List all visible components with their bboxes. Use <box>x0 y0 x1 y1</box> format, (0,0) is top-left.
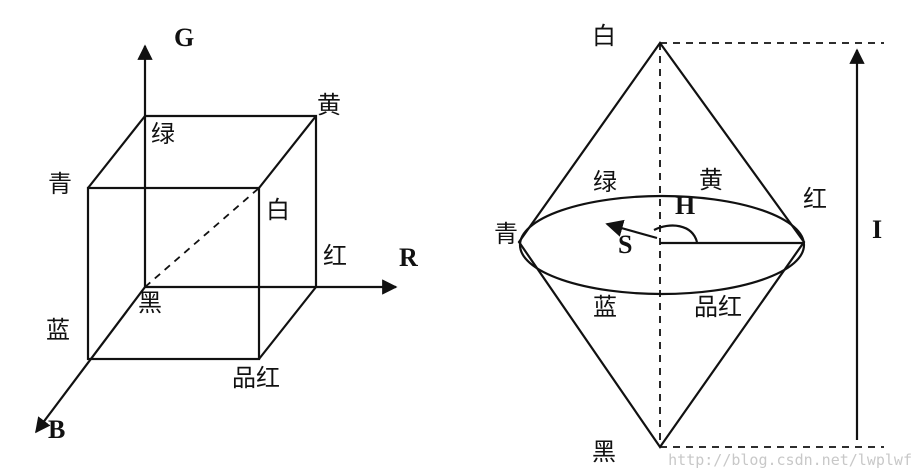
hue-magenta-label: 品红 <box>694 293 742 321</box>
hsi-double-cone: 白 黑 绿 黄 红 青 蓝 品红 H S I <box>494 22 884 466</box>
cube-edge-red-magenta <box>258 286 317 360</box>
hue-h-label: H <box>675 191 695 220</box>
hue-circle <box>518 194 806 296</box>
cube-front-face <box>86 186 261 361</box>
b-axis-label: B <box>48 415 65 444</box>
r-axis-label: R <box>399 243 418 272</box>
cube-edge-yellow-white <box>258 115 317 189</box>
vertex-green-label: 绿 <box>151 120 175 148</box>
hue-arc <box>653 224 699 243</box>
rgb-cube: G R B 绿 黄 青 白 红 黑 蓝 品红 <box>35 23 418 444</box>
cube-gray-diagonal <box>144 187 260 288</box>
apex-white-label: 白 <box>592 22 616 50</box>
hue-blue-label: 蓝 <box>593 293 617 321</box>
cube-edge-green-cyan <box>87 115 146 189</box>
saturation-arrow <box>605 219 658 240</box>
hue-yellow-label: 黄 <box>699 166 723 194</box>
hue-cyan-label: 青 <box>494 220 518 248</box>
double-cone-outline <box>517 41 806 449</box>
intensity-i-label: I <box>872 215 882 244</box>
hue-red-label: 红 <box>803 185 827 213</box>
vertex-blue-label: 蓝 <box>46 316 70 344</box>
watermark: http://blog.csdn.net/lwplwf <box>668 451 912 469</box>
g-axis-label: G <box>174 23 194 52</box>
vertex-red-label: 红 <box>323 242 347 270</box>
vertex-magenta-label: 品红 <box>232 364 280 392</box>
vertex-white-label: 白 <box>266 196 290 224</box>
vertex-black-label: 黑 <box>138 289 162 317</box>
vertex-cyan-label: 青 <box>48 170 72 198</box>
vertex-yellow-label: 黄 <box>317 91 341 119</box>
saturation-s-label: S <box>618 230 632 259</box>
apex-black-label: 黑 <box>592 438 616 466</box>
hue-green-label: 绿 <box>593 168 617 196</box>
